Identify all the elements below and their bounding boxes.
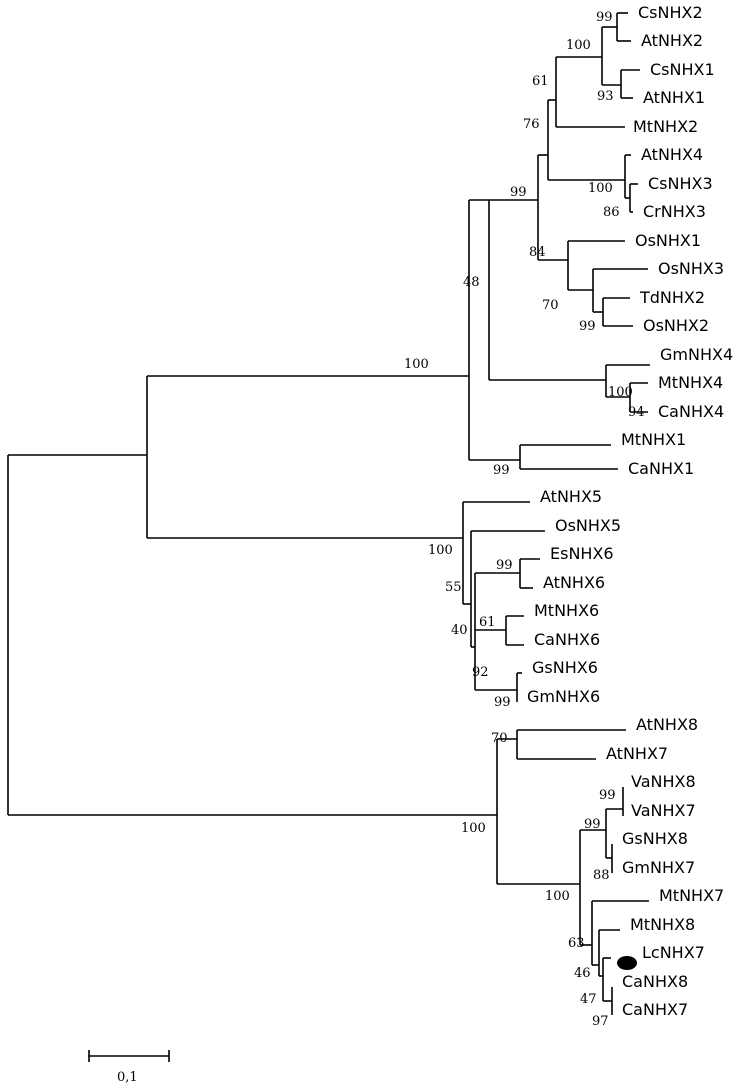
leaf-label: TdNHX2 (639, 288, 705, 307)
leaf-label: MtNHX1 (621, 430, 686, 449)
bootstrap-value: 100 (428, 543, 453, 558)
leaf-label: GsNHX8 (622, 829, 688, 848)
bootstrap-value: 94 (628, 405, 645, 420)
bootstrap-value: 40 (451, 623, 468, 638)
scale-bar: 0,1 (88, 1050, 170, 1085)
leaf-label: AtNHX4 (641, 145, 703, 164)
leaf-label: AtNHX8 (636, 715, 698, 734)
bootstrap-value: 46 (574, 966, 591, 981)
leaf-label: OsNHX1 (635, 231, 701, 250)
leaf-label: GmNHX6 (527, 687, 600, 706)
bootstrap-value: 47 (580, 992, 597, 1007)
bootstrap-value: 92 (472, 665, 489, 680)
leaf-label: LcNHX7 (642, 943, 705, 962)
bootstrap-value: 99 (579, 319, 596, 334)
bootstrap-value: 97 (592, 1014, 609, 1029)
leaf-label: VaNHX7 (631, 801, 696, 820)
bootstrap-value: 100 (588, 181, 613, 196)
leaf-label: AtNHX1 (643, 88, 705, 107)
bootstrap-value: 61 (479, 615, 496, 630)
leaf-label: MtNHX8 (630, 915, 695, 934)
bootstrap-value: 99 (496, 558, 513, 573)
bootstrap-value: 100 (608, 385, 633, 400)
bootstrap-value: 100 (545, 889, 570, 904)
bootstrap-value: 76 (523, 117, 540, 132)
bootstrap-value: 100 (404, 357, 429, 372)
highlight-marker (617, 956, 637, 970)
bootstrap-value: 99 (494, 695, 511, 710)
bootstrap-value: 88 (593, 868, 610, 883)
leaf-label: GmNHX7 (622, 858, 695, 877)
bootstrap-value: 63 (568, 936, 585, 951)
bootstrap-value: 99 (493, 463, 510, 478)
bootstrap-value: 100 (566, 38, 591, 53)
bootstrap-value: 99 (510, 185, 527, 200)
leaf-label: CaNHX8 (622, 972, 688, 991)
leaf-label: MtNHX2 (633, 117, 698, 136)
leaf-label: EsNHX6 (550, 544, 614, 563)
bootstrap-value: 70 (491, 731, 508, 746)
leaf-label: AtNHX5 (540, 487, 602, 506)
leaf-label: GmNHX4 (660, 345, 733, 364)
leaf-label: OsNHX5 (555, 516, 621, 535)
leaf-label: OsNHX3 (658, 259, 724, 278)
bootstrap-value: 99 (599, 788, 616, 803)
leaf-label: CrNHX3 (643, 202, 706, 221)
bootstrap-value: 93 (597, 89, 614, 104)
leaf-label: AtNHX2 (641, 31, 703, 50)
bootstrap-value: 100 (461, 821, 486, 836)
leaf-label: AtNHX7 (606, 744, 668, 763)
leaf-label: MtNHX7 (659, 886, 724, 905)
bootstrap-value: 86 (603, 205, 620, 220)
leaf-label: CsNHX2 (638, 3, 703, 22)
bootstrap-value: 99 (584, 817, 601, 832)
leaf-label: AtNHX6 (543, 573, 605, 592)
bootstrap-value: 55 (445, 580, 462, 595)
leaf-labels: CsNHX2 AtNHX2 CsNHX1 AtNHX1 MtNHX2 AtNHX… (527, 3, 733, 1019)
scale-bar-label: 0,1 (117, 1070, 138, 1085)
leaf-label: CaNHX7 (622, 1000, 688, 1019)
leaf-label: MtNHX6 (534, 601, 599, 620)
leaf-label: CaNHX6 (534, 630, 600, 649)
bootstrap-value: 84 (529, 245, 546, 260)
leaf-label: CaNHX1 (628, 459, 694, 478)
bootstrap-value: 61 (532, 74, 549, 89)
bootstrap-value: 99 (596, 10, 613, 25)
leaf-label: OsNHX2 (643, 316, 709, 335)
bootstrap-values: 99 100 93 61 76 100 86 99 84 70 99 48 10… (404, 10, 645, 1029)
leaf-label: CsNHX3 (648, 174, 713, 193)
tree-branches (7, 12, 650, 1015)
leaf-label: CsNHX1 (650, 60, 715, 79)
leaf-label: CaNHX4 (658, 402, 724, 421)
bootstrap-value: 70 (542, 298, 559, 313)
leaf-label: VaNHX8 (631, 772, 696, 791)
leaf-label: GsNHX6 (532, 658, 598, 677)
leaf-label: MtNHX4 (658, 373, 723, 392)
bootstrap-value: 48 (463, 275, 480, 290)
